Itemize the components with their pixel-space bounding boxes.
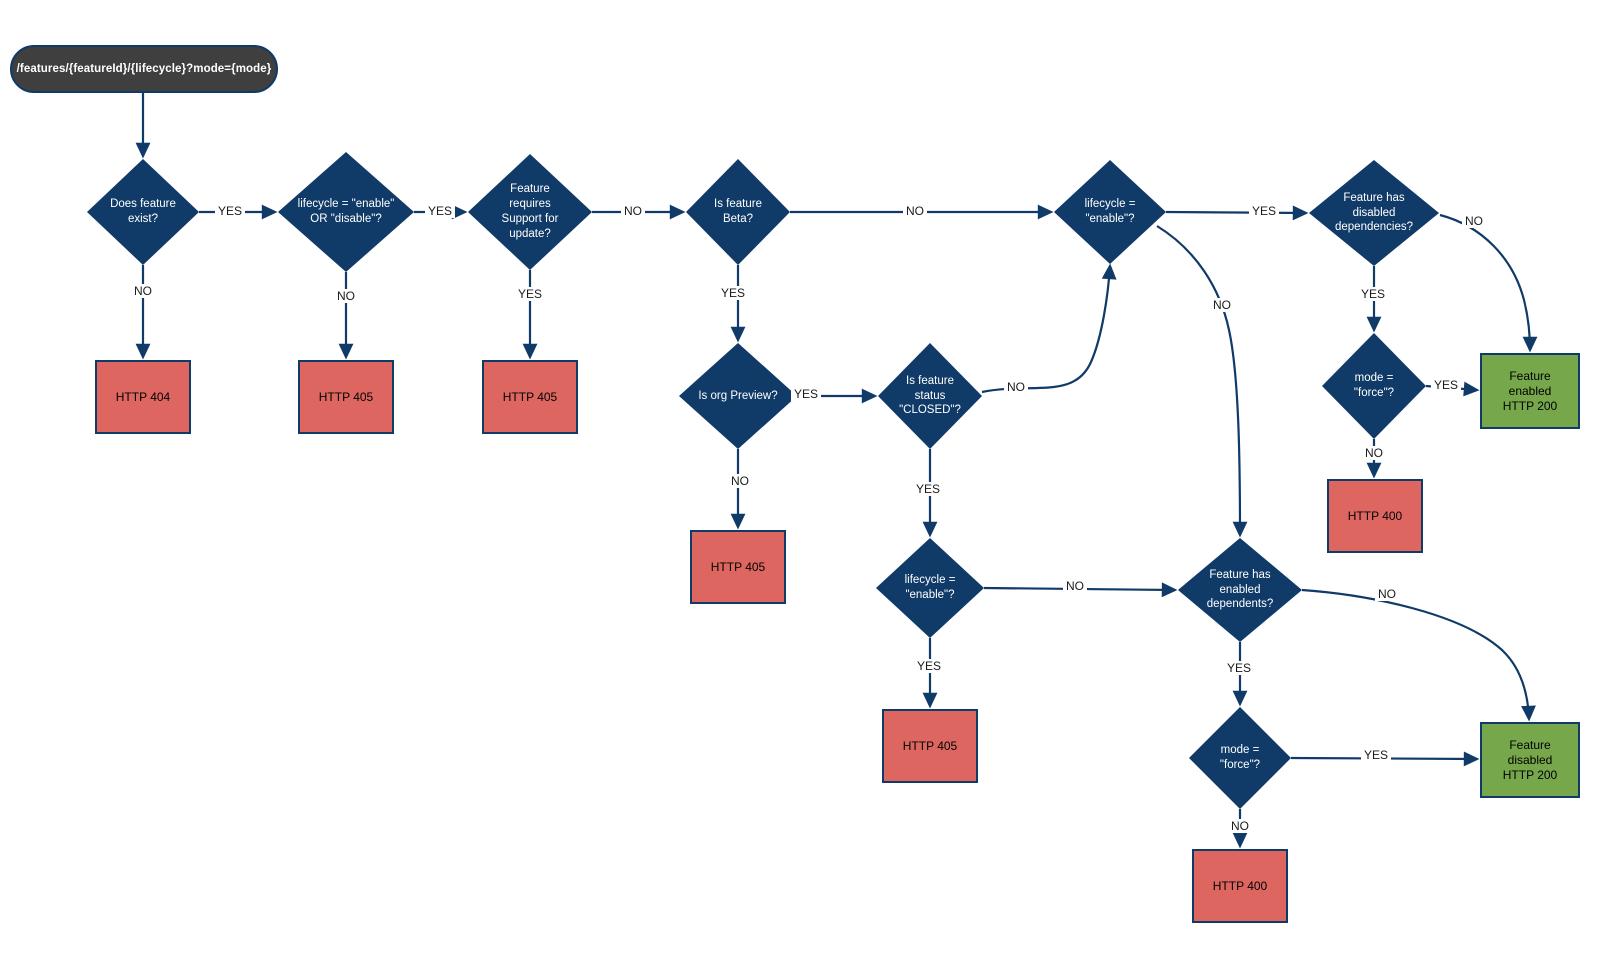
terminal-http-405-closed: HTTP 405 [882,709,978,783]
terminal-http-405-lifecycle: HTTP 405 [298,360,394,434]
decision-label: Is feature Beta? [714,198,762,225]
edge-enable-top-no [1156,225,1248,538]
edge-label-disabled-deps-no: NO [1462,214,1486,228]
edge-label-disabled-deps-yes: YES [1357,287,1389,301]
edge-enabled-deps-no [1301,588,1536,722]
decision-feature-has-enabled-dependents: Feature has enabled dependents? [1178,538,1302,642]
edge-label-support-yes: YES [514,287,546,301]
decision-is-feature-beta: Is feature Beta? [686,159,790,265]
edge-label-force-btm-no: NO [1228,819,1252,833]
terminal-label: HTTP 405 [318,389,374,404]
terminal-label: HTTP 400 [1212,878,1268,893]
edge-label-lifecycle-valid-yes: YES [424,204,456,218]
decision-label: lifecycle = "enable" OR "disable"? [297,198,395,225]
edge-label-force-btm-yes: YES [1360,748,1392,762]
edge-label-exist-no: NO [131,284,155,298]
decision-feature-requires-support: Feature requires Support for update? [468,154,592,270]
edge-label-force-top-yes: YES [1430,378,1462,392]
decision-mode-force-bottom: mode = "force"? [1189,707,1291,809]
terminal-http-405-support: HTTP 405 [482,360,578,434]
edge-label-beta-no: NO [903,204,927,218]
terminal-http-405-preview: HTTP 405 [690,530,786,604]
edge-label-enable-btm-no: NO [1063,579,1087,593]
edge-enable-top-yes [1165,205,1309,221]
terminal-feature-disabled-200: Feature disabled HTTP 200 [1480,722,1580,798]
edge-label-enable-btm-yes: YES [913,659,945,673]
start-node-label: /features/{featureId}/{lifecycle}?mode={… [16,63,272,75]
decision-lifecycle-enable-bottom: lifecycle = "enable"? [876,538,984,638]
decision-label: Does feature exist? [110,198,176,225]
terminal-label: Feature enabled HTTP 200 [1502,368,1558,413]
edge-label-enable-top-yes: YES [1248,204,1280,218]
terminal-label: HTTP 405 [710,559,766,574]
edge-label-enabled-deps-yes: YES [1223,661,1255,675]
decision-label: Is feature status "CLOSED"? [899,374,961,417]
decision-mode-force-top: mode = "force"? [1322,333,1426,439]
edge-label-closed-yes: YES [912,482,944,496]
terminal-http-400-bottom: HTTP 400 [1192,849,1288,923]
decision-label: mode = "force"? [1353,372,1395,399]
decision-lifecycle-enable-top: lifecycle = "enable"? [1054,160,1166,264]
edge-label-closed-no: NO [1004,380,1028,394]
decision-label: lifecycle = "enable"? [1084,198,1136,225]
edge-label-lifecycle-valid-no: NO [334,289,358,303]
terminal-http-404: HTTP 404 [95,360,191,434]
edge-label-beta-yes: YES [717,286,749,300]
edge-closed-no [981,263,1117,394]
decision-is-feature-status-closed: Is feature status "CLOSED"? [878,343,982,449]
decision-feature-has-disabled-dependencies: Feature has disabled dependencies? [1309,160,1439,266]
edge-label-support-no: NO [621,204,645,218]
terminal-label: Feature disabled HTTP 200 [1502,737,1558,782]
terminal-http-400-top: HTTP 400 [1327,479,1423,553]
edge-label-exist-yes: YES [214,204,246,218]
terminal-label: HTTP 404 [115,389,171,404]
decision-label: Feature has disabled dependencies? [1334,191,1413,234]
decision-label: lifecycle = "enable"? [904,574,956,601]
decision-label: Is org Preview? [698,389,778,402]
decision-label: mode = "force"? [1219,744,1261,771]
terminal-feature-enabled-200: Feature enabled HTTP 200 [1480,353,1580,429]
edge-label-enabled-deps-no: NO [1375,587,1399,601]
edge-label-preview-no: NO [728,474,752,488]
terminal-label: HTTP 400 [1347,508,1403,523]
decision-label: Feature requires Support for update? [501,183,559,240]
decision-lifecycle-enable-or-disable: lifecycle = "enable" OR "disable"? [278,152,414,272]
edge-label-force-top-no: NO [1362,446,1386,460]
decision-is-org-preview: Is org Preview? [679,343,797,449]
start-node-endpoint: /features/{featureId}/{lifecycle}?mode={… [10,45,278,93]
decision-label: Feature has enabled dependents? [1206,568,1274,611]
edge-label-enable-top-no: NO [1210,298,1234,312]
terminal-label: HTTP 405 [502,389,558,404]
decision-does-feature-exist: Does feature exist? [87,159,199,265]
edge-disabled-deps-no [1439,213,1538,353]
terminal-label: HTTP 405 [902,738,958,753]
edge-label-preview-yes: YES [790,387,822,401]
